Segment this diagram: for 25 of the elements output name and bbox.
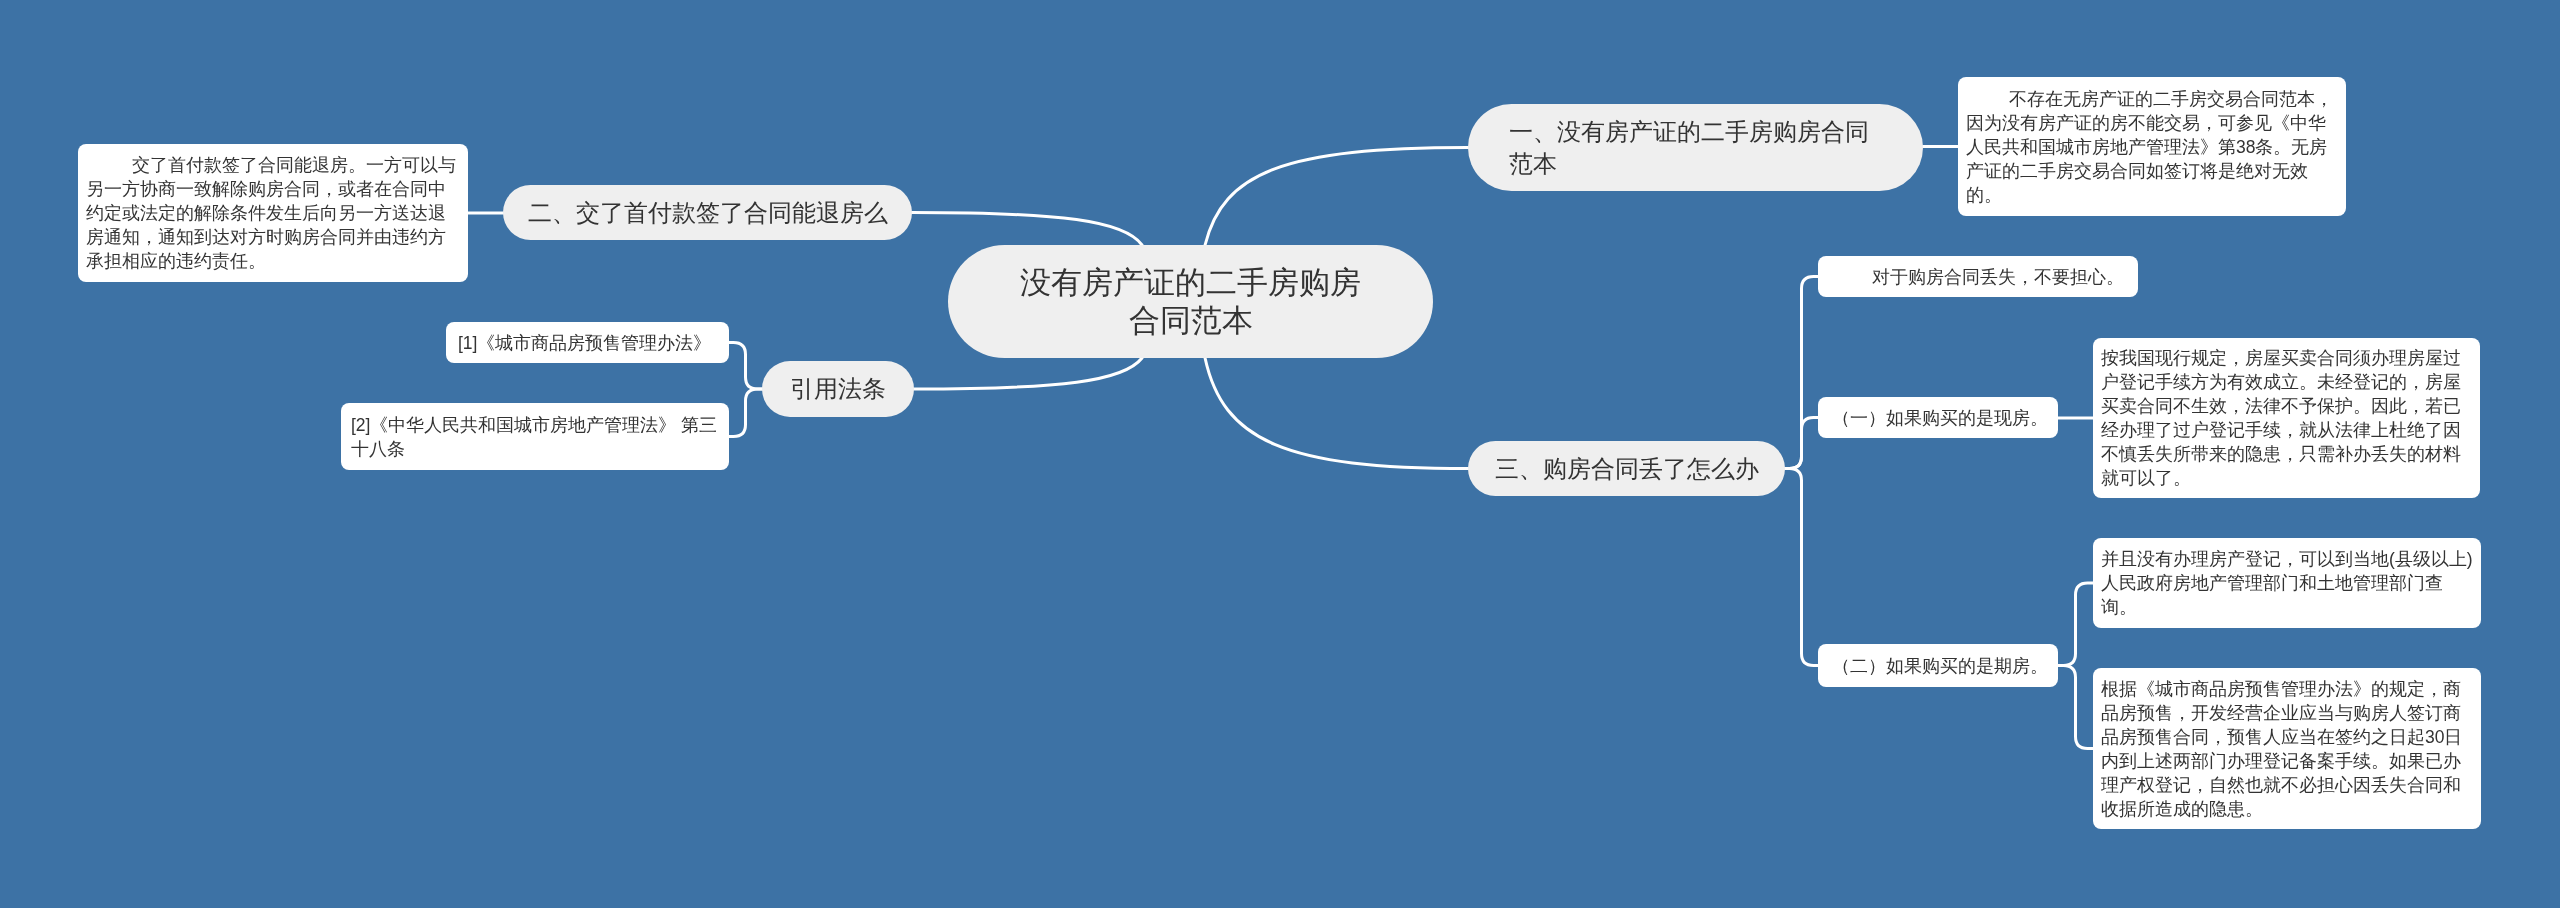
branch-line (2056, 664, 2095, 750)
branch-line (1783, 467, 1820, 667)
branch-line (910, 211, 1144, 247)
central-topic: 没有房产证的二手房购房合同范本 (948, 245, 1433, 358)
subtopic-box: （二）如果购买的是期房。 (1818, 644, 2058, 687)
topic-pill: 一、没有房产证的二手房购房合同范本 (1468, 104, 1923, 191)
note-box: 按我国现行规定，房屋买卖合同须办理房屋过户登记手续方为有效成立。未经登记的，房屋买卖合同不生效，法律不予保护。因此，若已经办理了过户登记手续，就从法律上杜绝了因不慎丢失所带来的隐患，只需补办丢失的材料就可以了。 (2093, 338, 2480, 498)
branch-line (2056, 416, 2095, 420)
branch-line (1203, 146, 1470, 247)
subtopic-box: [2]《中华人民共和国城市房地产管理法》 第三十八条 (341, 403, 729, 470)
subtopic-box: （一）如果购买的是现房。 (1818, 397, 2058, 438)
note-box: 交了首付款签了合同能退房。一方可以与另一方协商一致解除购房合同，或者在合同中约定或法定的解除条件发生后向另一方送达退房通知，通知到达对方时购房合同并由违约方承担相应的违约责任。 (78, 144, 468, 282)
branch-line (1921, 145, 1960, 148)
topic-pill: 三、购房合同丢了怎么办 (1468, 441, 1785, 496)
branch-line (727, 387, 764, 438)
branch-line (912, 356, 1144, 391)
subtopic-box: 对于购房合同丢失，不要担心。 (1818, 256, 2138, 297)
subtopic-box: [1]《城市商品房预售管理办法》 (446, 322, 729, 363)
branch-line (466, 211, 505, 215)
topic-pill: 二、交了首付款签了合同能退房么 (503, 185, 912, 240)
topic-pill: 引用法条 (762, 361, 914, 417)
branch-line (1203, 356, 1470, 470)
note-box: 不存在无房产证的二手房交易合同范本，因为没有房产证的房不能交易，可参见《中华人民共和国城市房地产管理法》第38条。无房产证的二手房交易合同如签订将是绝对无效的。 (1958, 77, 2346, 216)
note-box: 并且没有办理房产登记，可以到当地(县级以上)人民政府房地产管理部门和土地管理部门查询。 (2093, 538, 2481, 628)
note-box: 根据《城市商品房预售管理办法》的规定，商品房预售，开发经营企业应当与购房人签订商品房预售合同，预售人应当在签约之日起30日内到上述两部门办理登记备案手续。如果已办理产权登记，自然也就不必担心因丢失合同和收据所造成的隐患。 (2093, 668, 2481, 829)
